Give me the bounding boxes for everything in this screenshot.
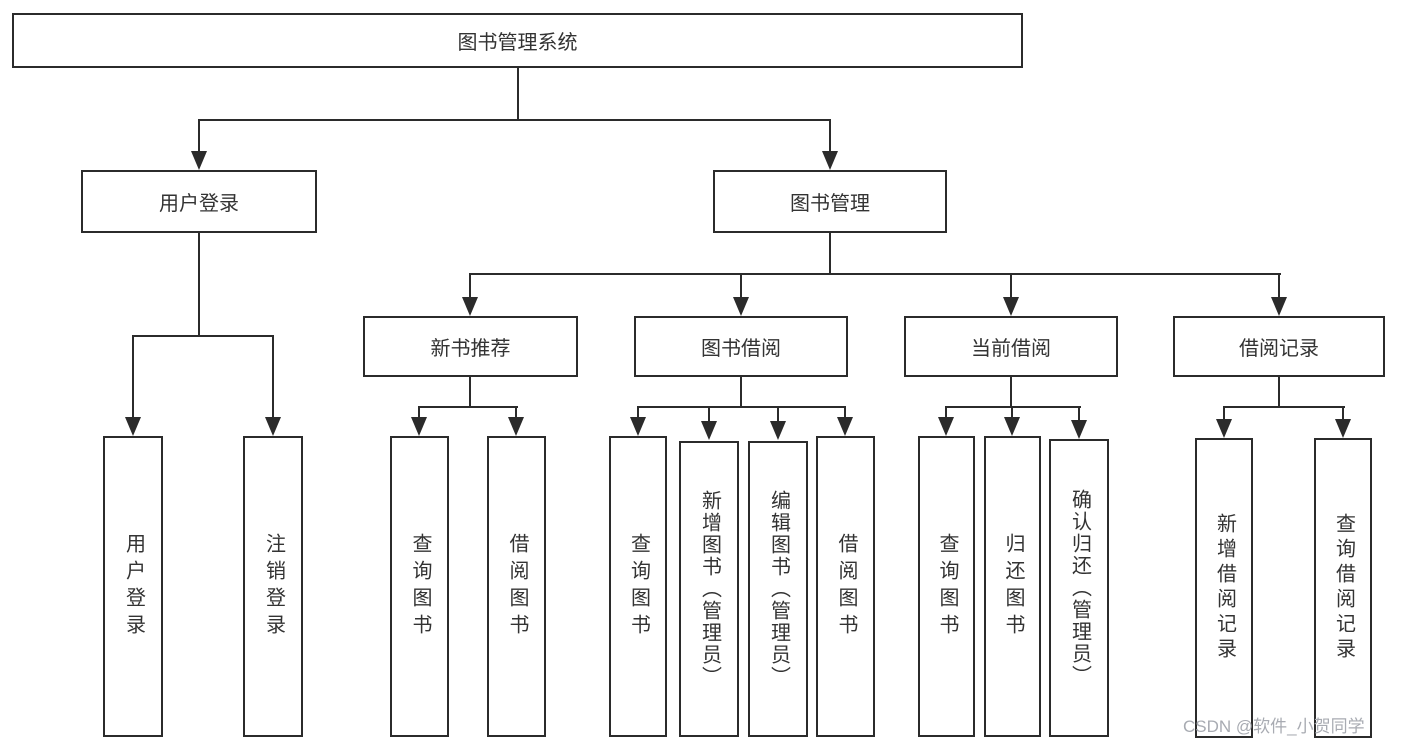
node-current-borrow-label: 当前借阅 (971, 338, 1051, 360)
leaf-borrow-books-recommend: 借阅图书 (487, 436, 546, 737)
leaf-query-books-borrow: 查询图书 (609, 436, 667, 737)
connector-arrowhead (411, 417, 427, 436)
connector-line (740, 377, 742, 408)
connector-line (1078, 406, 1080, 421)
leaf-query-borrow-record-label: 查询借阅记录 (1332, 513, 1355, 663)
connector-arrowhead (462, 297, 478, 316)
node-library-system-label: 图书管理系统 (457, 32, 578, 54)
connector-arrowhead (1216, 419, 1232, 438)
connector-line (418, 406, 420, 420)
leaf-add-borrow-record-label: 新增借阅记录 (1213, 513, 1236, 663)
leaf-query-books-current: 查询图书 (918, 436, 975, 737)
node-book-borrow-label: 图书借阅 (701, 338, 781, 360)
leaf-return-books: 归还图书 (984, 436, 1041, 737)
leaf-query-books-borrow-label: 查询图书 (627, 532, 650, 641)
connector-line (708, 406, 710, 422)
connector-arrowhead (938, 417, 954, 436)
leaf-query-books-recommend: 查询图书 (390, 436, 449, 737)
watermark-text: CSDN @软件_小贺同学 (1183, 717, 1365, 736)
leaf-add-book-admin-label: 新增图书（管理员） (698, 490, 721, 688)
connector-line (517, 68, 519, 120)
connector-line (272, 335, 274, 419)
connector-line (945, 406, 1081, 408)
connector-line (829, 233, 831, 275)
connector-arrowhead (1004, 417, 1020, 436)
node-user-login-label: 用户登录 (159, 193, 239, 215)
connector-line (1342, 406, 1344, 421)
connector-line (132, 335, 274, 337)
connector-arrowhead (1271, 297, 1287, 316)
node-new-book-recommend-label: 新书推荐 (430, 338, 511, 360)
node-book-borrow: 图书借阅 (634, 316, 848, 377)
leaf-logout-login-label: 注销登录 (262, 532, 285, 641)
connector-line (829, 119, 831, 155)
connector-arrowhead (1335, 419, 1351, 438)
connector-line (469, 377, 471, 408)
connector-line (637, 406, 639, 420)
node-borrow-records: 借阅记录 (1173, 316, 1385, 377)
node-new-book-recommend: 新书推荐 (363, 316, 578, 377)
leaf-query-books-current-label: 查询图书 (936, 532, 958, 641)
connector-line (1010, 377, 1012, 408)
connector-arrowhead (1003, 297, 1019, 316)
node-current-borrow: 当前借阅 (904, 316, 1118, 377)
connector-arrowhead (701, 421, 717, 440)
connector-arrowhead (125, 417, 141, 436)
connector-arrowhead (191, 151, 207, 170)
connector-line (945, 406, 947, 420)
connector-arrowhead (630, 417, 646, 436)
leaf-confirm-return-admin: 确认归还（管理员） (1049, 439, 1109, 737)
leaf-borrow-books-borrow: 借阅图书 (816, 436, 875, 737)
leaf-borrow-books-borrow-label: 借阅图书 (835, 532, 857, 641)
connector-line (1010, 273, 1012, 301)
leaf-edit-book-admin: 编辑图书（管理员） (748, 441, 808, 737)
connector-line (469, 273, 1281, 275)
leaf-user-login: 用户登录 (103, 436, 163, 737)
connector-line (198, 119, 200, 155)
connector-line (1223, 406, 1225, 421)
connector-line (777, 406, 779, 422)
connector-arrowhead (1071, 420, 1087, 439)
node-book-management: 图书管理 (713, 170, 947, 233)
connector-line (469, 273, 471, 301)
connector-arrowhead (837, 417, 853, 436)
leaf-query-books-recommend-label: 查询图书 (409, 532, 431, 641)
connector-arrowhead (508, 417, 524, 436)
connector-line (1278, 377, 1280, 408)
connector-line (418, 406, 518, 408)
connector-arrowhead (733, 297, 749, 316)
connector-line (515, 406, 517, 420)
leaf-return-books-label: 归还图书 (1002, 532, 1024, 641)
leaf-edit-book-admin-label: 编辑图书（管理员） (767, 490, 790, 688)
leaf-add-book-admin: 新增图书（管理员） (679, 441, 739, 737)
leaf-query-borrow-record: 查询借阅记录 (1314, 438, 1372, 738)
node-library-system: 图书管理系统 (12, 13, 1023, 68)
connector-line (1223, 406, 1345, 408)
connector-arrowhead (770, 421, 786, 440)
connector-arrowhead (265, 417, 281, 436)
connector-line (132, 335, 134, 419)
connector-line (1278, 273, 1280, 301)
leaf-confirm-return-admin-label: 确认归还（管理员） (1068, 489, 1091, 687)
leaf-borrow-books-recommend-label: 借阅图书 (506, 532, 528, 641)
connector-arrowhead (822, 151, 838, 170)
leaf-add-borrow-record: 新增借阅记录 (1195, 438, 1253, 738)
node-borrow-records-label: 借阅记录 (1239, 338, 1319, 360)
leaf-logout-login: 注销登录 (243, 436, 303, 737)
connector-line (1011, 406, 1013, 420)
connector-line (637, 406, 846, 408)
node-book-management-label: 图书管理 (790, 193, 870, 215)
connector-line (198, 119, 831, 121)
leaf-user-login-label: 用户登录 (122, 532, 145, 641)
connector-line (740, 273, 742, 301)
connector-line (844, 406, 846, 420)
node-user-login: 用户登录 (81, 170, 317, 233)
connector-line (198, 233, 200, 337)
